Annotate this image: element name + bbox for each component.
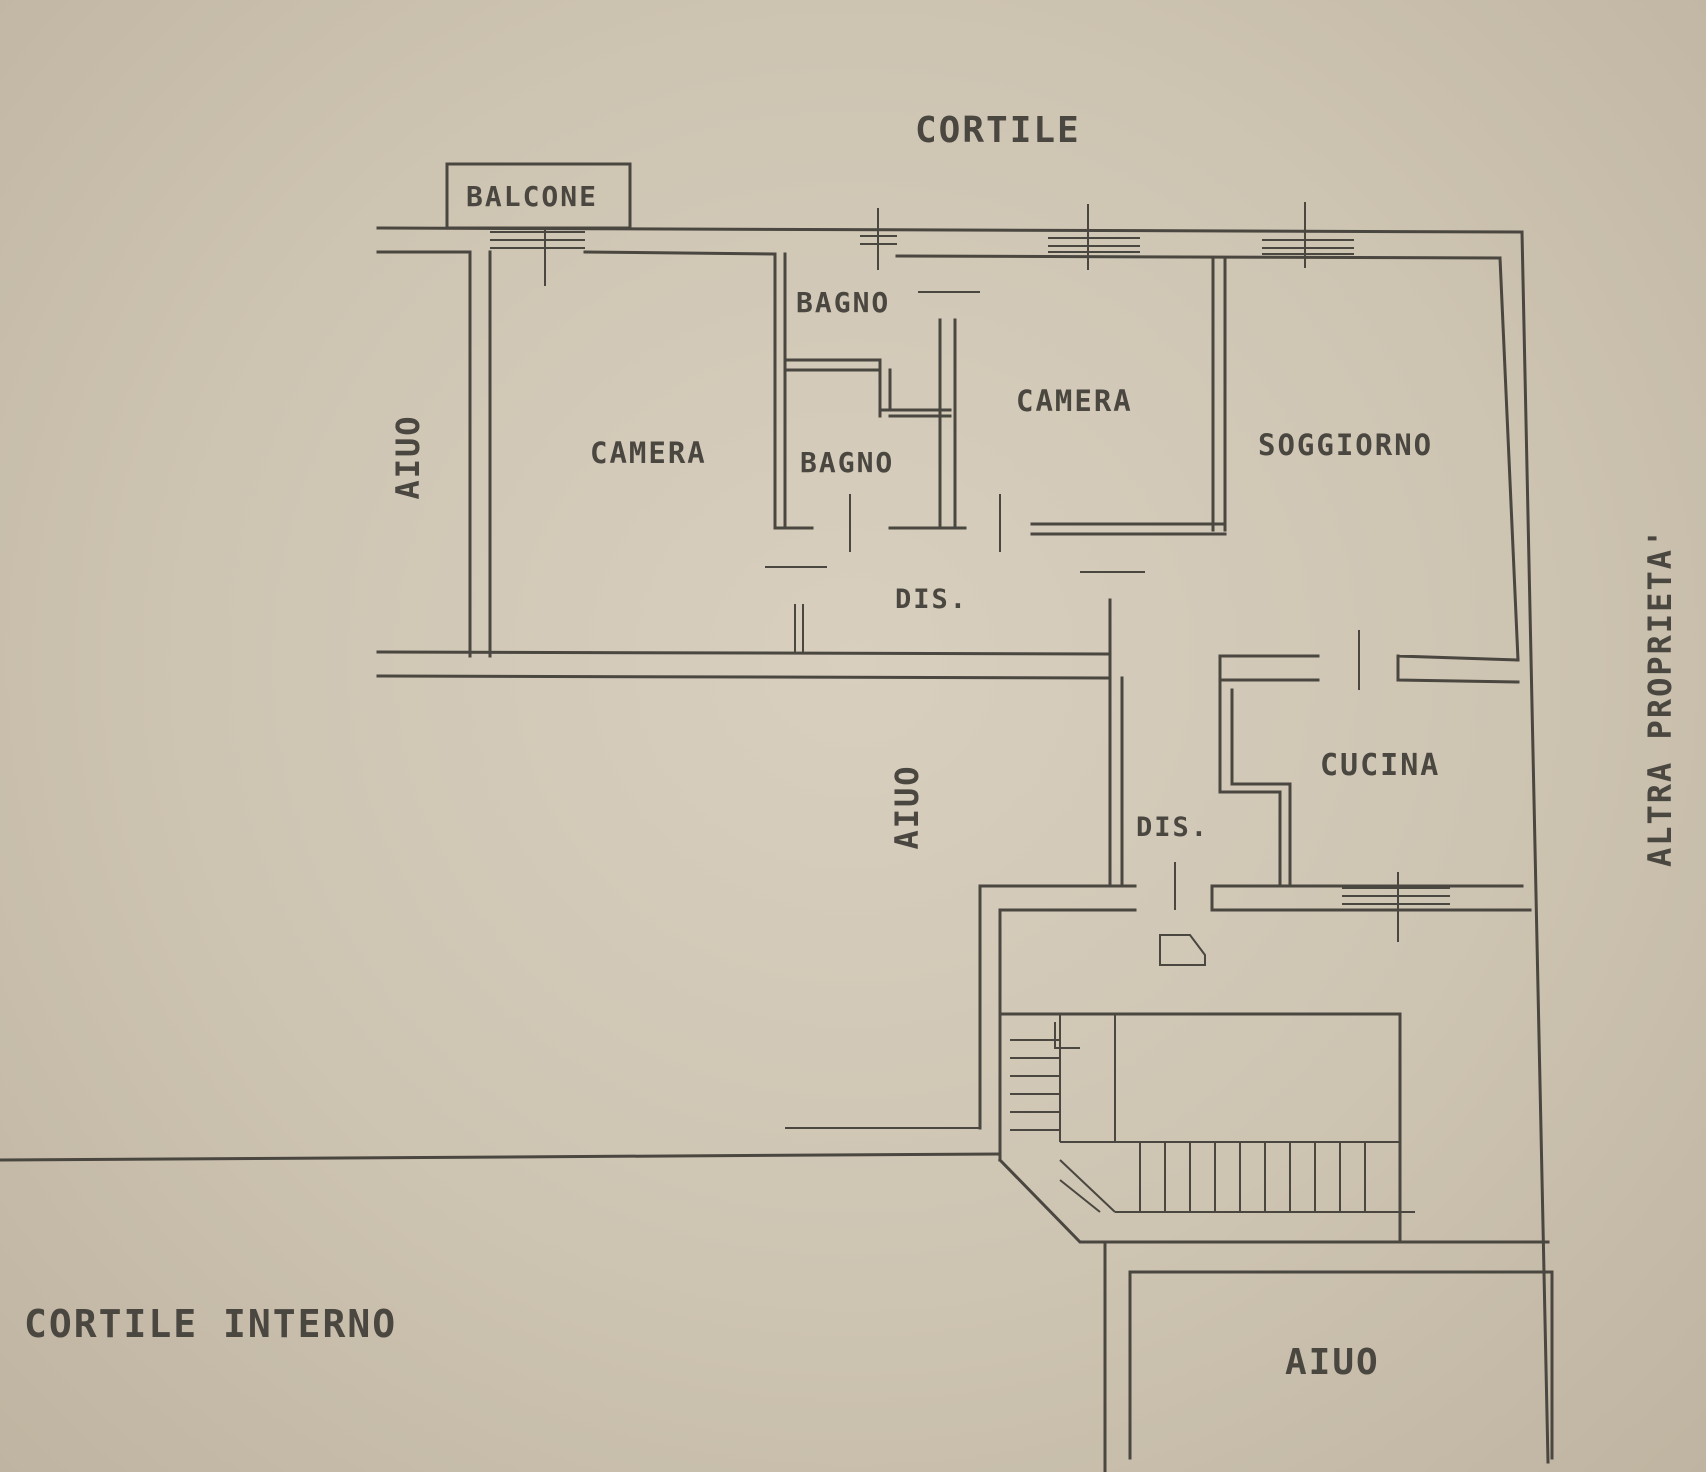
right-wall [1498,230,1550,1464]
window-balcony [490,228,585,286]
bagno-right-wall [888,318,967,530]
top-wall [376,226,1524,260]
label-aiuo-left: AIUO [389,414,427,500]
camera-left-wall [468,250,492,658]
label-balcone: BALCONE [466,180,599,213]
stair-treads [1010,1039,1415,1213]
aiuo-bottom-outline [1128,1270,1554,1460]
label-camera-center: CAMERA [1016,384,1133,418]
camera-center-walls [1030,256,1227,536]
label-cortile: CORTILE [915,110,1081,151]
label-bagno-top: BAGNO [796,286,891,319]
bagno-left-wall [773,252,814,530]
corridor-top-wall [376,598,1112,680]
cucina-top-wall [1218,654,1520,684]
label-altra-proprieta: ALTRA PROPRIETA' [1641,526,1679,867]
label-aiuo-center: AIUO [888,764,926,850]
window-soggiorno [1262,202,1354,268]
window-camera [1048,204,1140,270]
label-cucina: CUCINA [1320,748,1441,783]
label-cortile-interno: CORTILE INTERNO [24,1302,398,1346]
light-fixture [1159,862,1206,966]
cucina-left-wall [1218,678,1292,888]
window-bagno [860,208,897,270]
entry-walls [978,884,1137,1162]
courtyard-line [0,1152,1002,1162]
door-jamb-camera [794,604,804,654]
corridor-left-wall [1108,676,1124,888]
label-bagno-mid: BAGNO [800,446,895,479]
label-soggiorno: SOGGIORNO [1258,428,1434,462]
stair-core [1059,1014,1116,1143]
stair-arrow [1054,1022,1080,1049]
label-dis-lower: DIS. [1136,812,1210,843]
label-camera-left: CAMERA [590,436,707,470]
label-aiuo-bottom: AIUO [1285,1342,1380,1383]
cucina-bottom-wall [1210,884,1532,912]
label-dis-upper: DIS. [895,584,969,615]
stair-walls [997,1012,1550,1244]
window-cucina [1342,872,1450,942]
bagno-divider [783,358,952,418]
